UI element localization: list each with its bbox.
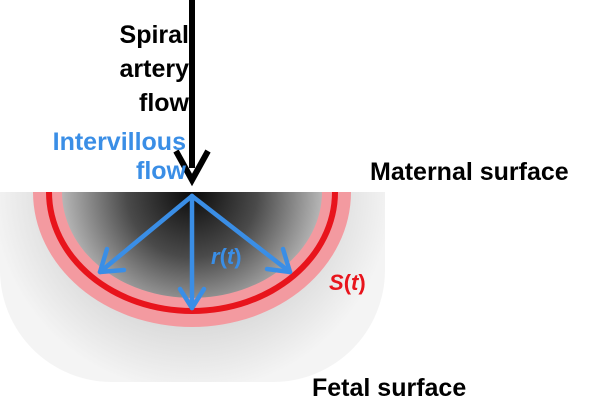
spiral-label-line-3: flow [139,89,189,117]
spiral-artery-flow-label: Spiral artery flow [120,18,190,120]
intervillous-arrowhead-left [97,246,127,275]
intervillous-label-line-1: Intervillous [52,128,186,156]
intervillous-flow-label: Intervillous flow [53,128,186,186]
intervillous-arrowhead-right [264,246,293,275]
intervillous-arrow-left [97,193,195,275]
spiral-label-line-1: Spiral [119,21,189,49]
intervillous-arrowhead-center [177,286,207,311]
surface-time-symbol: t [351,270,359,295]
surface-symbol: S [329,270,344,295]
spiral-artery-arrow [173,0,211,187]
intervillous-arrows [97,193,293,311]
intervillous-label-line-2: flow [136,157,186,185]
radius-time-symbol: t [226,244,235,269]
intervillous-arrow-right [189,193,293,275]
surface-label: S(t) [329,270,366,295]
radius-symbol: r [211,244,220,269]
radius-label: r(t) [211,244,242,269]
spiral-label-line-2: artery [119,55,190,83]
fetal-surface-label: Fetal surface [312,374,467,402]
maternal-surface-label: Maternal surface [370,158,569,186]
